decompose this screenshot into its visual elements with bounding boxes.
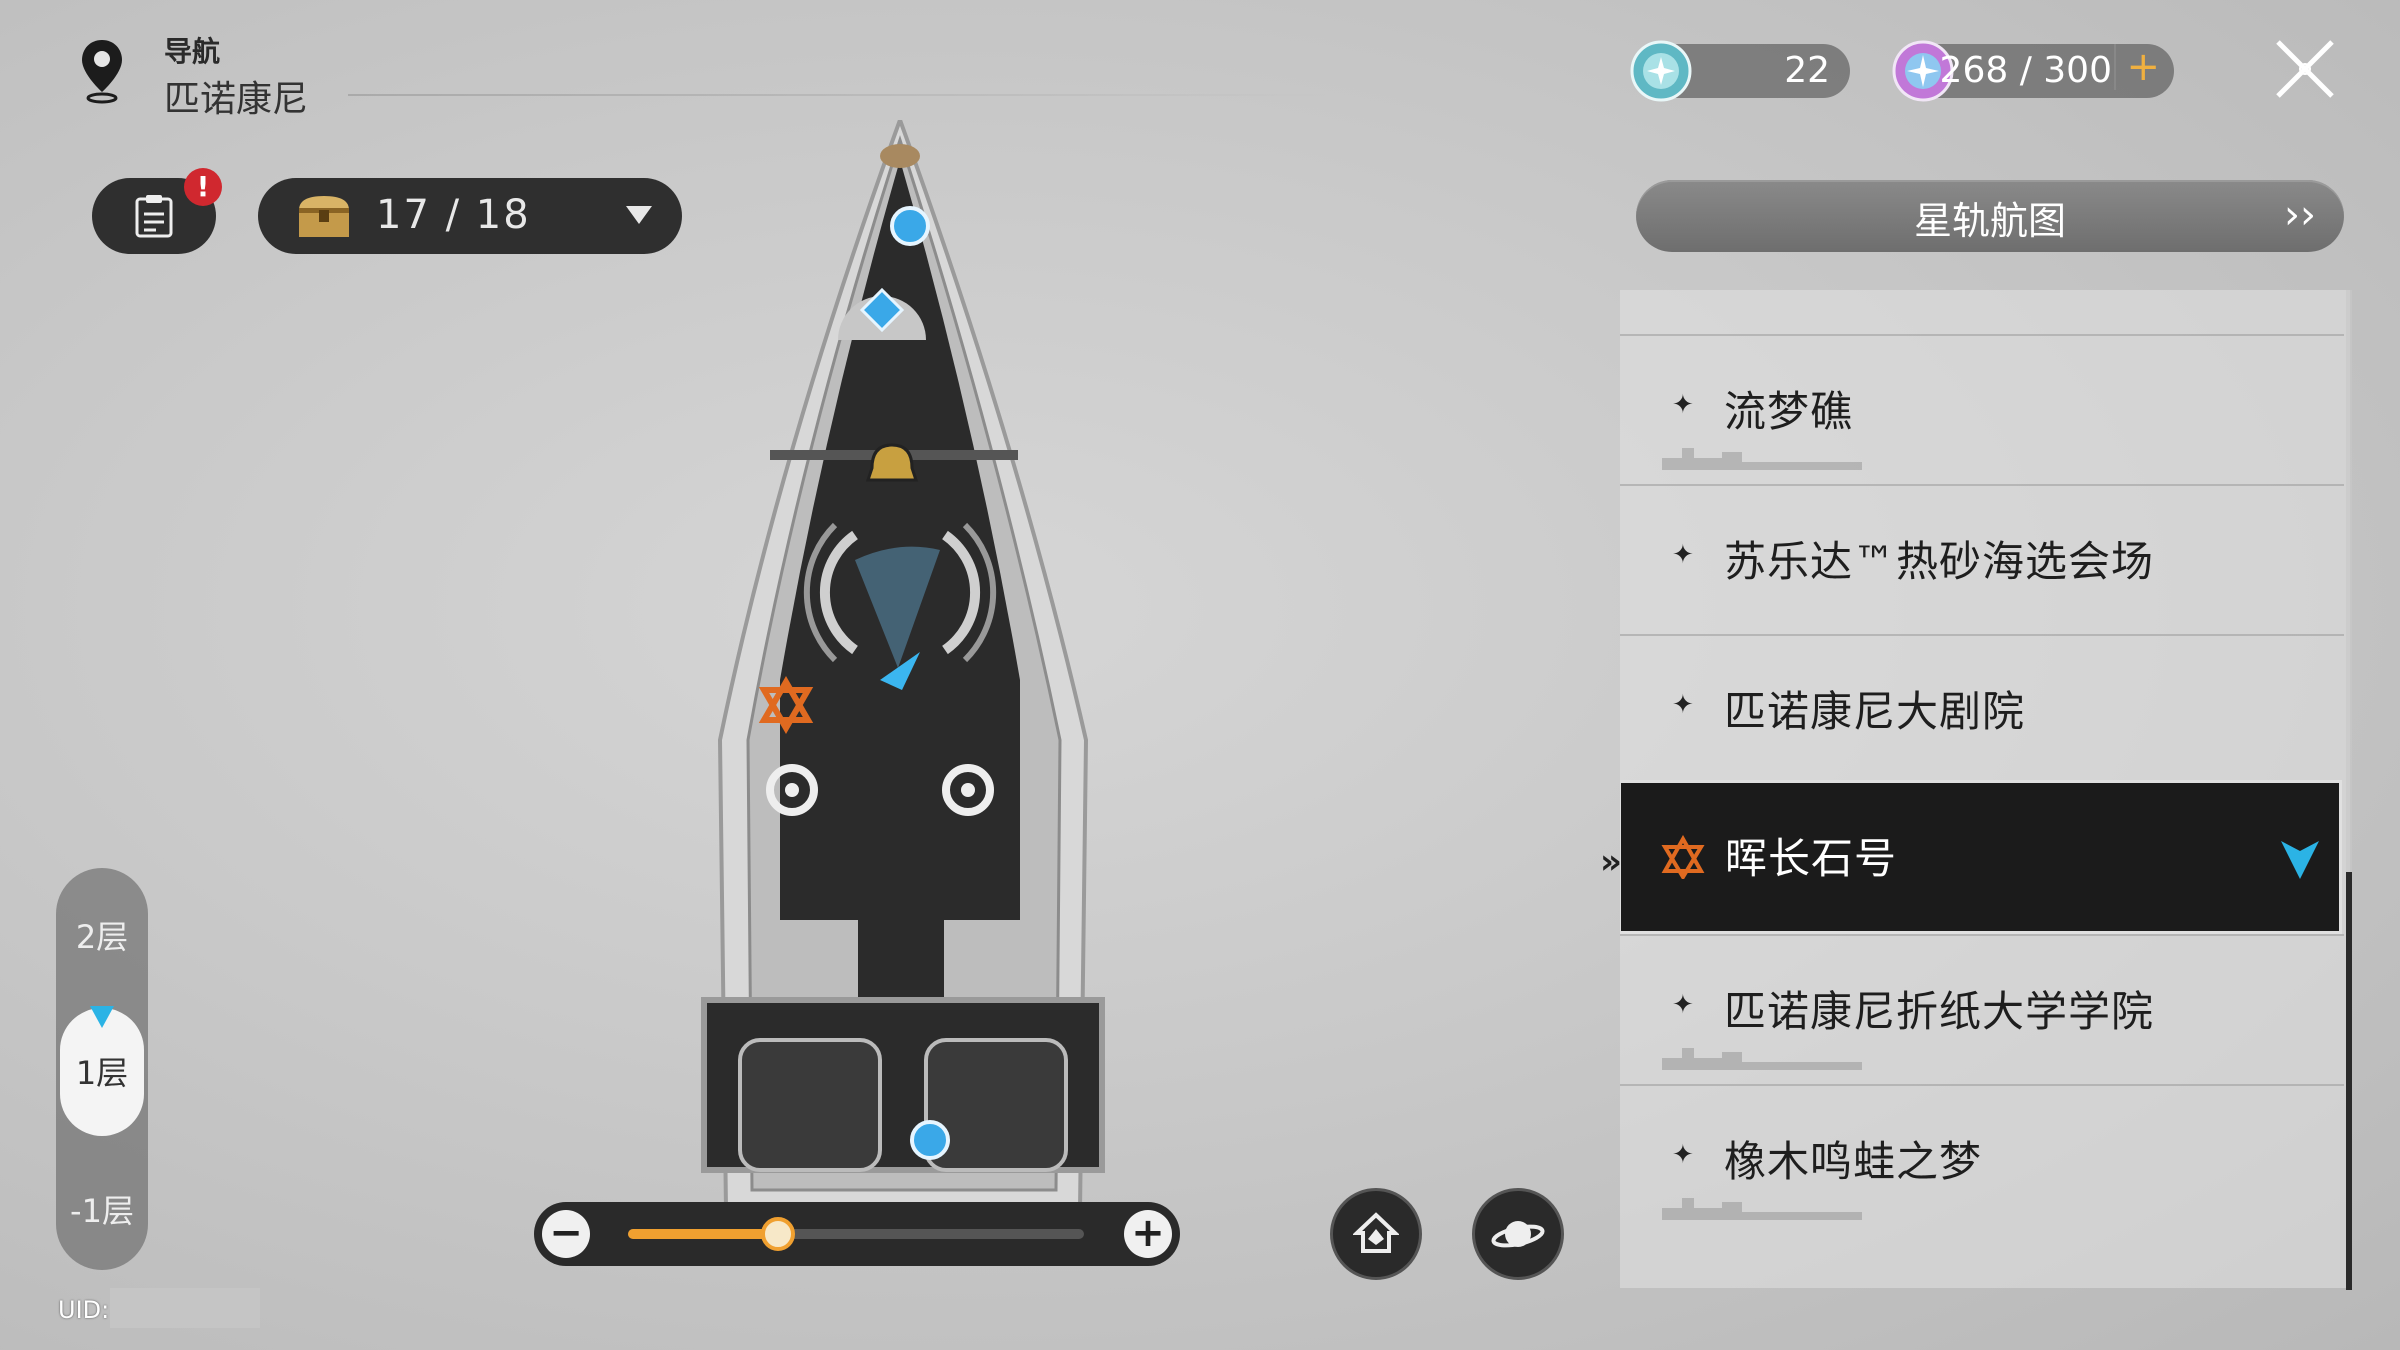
current-location-name: 匹诺康尼	[164, 79, 309, 120]
zoom-out-button[interactable]: −	[542, 1210, 590, 1258]
location-list-scrollbar[interactable]	[2346, 290, 2352, 1288]
treasure-chest-icon	[299, 196, 349, 237]
ship-floor-map[interactable]	[640, 120, 1120, 1210]
uid-value-redacted	[110, 1288, 260, 1328]
trailblaze-power-value: 268 / 300	[1939, 50, 2112, 91]
mission-marker-icon	[1661, 835, 1705, 879]
zoom-control: − +	[534, 1202, 1180, 1266]
fuel-currency-display[interactable]: 22	[1630, 40, 1850, 102]
location-pin-icon	[82, 40, 122, 104]
recenter-button[interactable]	[1330, 1188, 1422, 1280]
star-icon: ✦	[1672, 390, 1694, 420]
selection-pointer-icon: »	[1600, 842, 1622, 882]
star-icon: ✦	[1672, 990, 1694, 1020]
location-name: 匹诺康尼折纸大学学院	[1724, 987, 2155, 1036]
crystal-orb-icon	[1630, 40, 1692, 102]
header-divider	[348, 94, 1328, 96]
zoom-slider-handle[interactable]	[761, 1217, 796, 1251]
floor-selector: 2层 1层 -1层	[56, 868, 148, 1270]
location-name: 苏乐达™热砂海选会场	[1724, 537, 2155, 586]
location-name: 匹诺康尼大剧院	[1724, 687, 2026, 736]
power-orb-icon	[1892, 40, 1954, 102]
planet-icon	[1491, 1221, 1545, 1248]
location-list-scroll-thumb[interactable]	[2346, 872, 2352, 1290]
location-item-grand-theater[interactable]: ✦ 匹诺康尼大剧院	[1620, 634, 2344, 784]
double-chevron-right-icon: ››	[2284, 192, 2316, 238]
navigation-header: 导航 匹诺康尼	[78, 28, 1328, 120]
star-icon: ✦	[1672, 690, 1694, 720]
location-item-huichangshi[interactable]: 晖长石号	[1620, 780, 2342, 934]
planet-view-button[interactable]	[1472, 1188, 1564, 1280]
floor-1-button[interactable]: 1层	[60, 1006, 144, 1136]
home-arrow-icon	[1353, 1212, 1399, 1253]
current-location-arrow-icon	[2281, 841, 2319, 879]
location-item-liumengjiao[interactable]: ✦ 流梦礁	[1620, 334, 2344, 484]
location-list[interactable]: ✦ 流梦礁 ✦ 苏乐达™热砂海选会场 ✦ 匹诺康尼大剧院 晖长石号 ✦ 匹诺康尼…	[1620, 290, 2350, 1288]
zoom-slider-track[interactable]	[628, 1217, 1084, 1251]
skyline-decoration-icon	[1662, 1198, 1862, 1220]
chevron-down-icon[interactable]	[626, 206, 652, 224]
star-icon: ✦	[1672, 1140, 1694, 1170]
current-floor-marker-icon	[90, 1006, 114, 1028]
floor-1-label: 1层	[75, 1054, 129, 1092]
chest-count: 17 / 18	[376, 192, 531, 238]
location-name: 流梦礁	[1724, 387, 1854, 436]
floor-minus1-button[interactable]: -1层	[70, 1192, 134, 1230]
fuel-currency-value: 22	[1784, 50, 1830, 91]
star-icon: ✦	[1672, 540, 1694, 570]
zoom-in-button[interactable]: +	[1124, 1210, 1172, 1258]
notification-badge: !	[184, 168, 222, 206]
location-item-oak-frog-dream[interactable]: ✦ 橡木鸣蛙之梦	[1620, 1084, 2344, 1234]
skyline-decoration-icon	[1662, 448, 1862, 470]
add-power-icon[interactable]: +	[2114, 44, 2160, 90]
location-name: 晖长石号	[1725, 834, 1898, 883]
uid-label: UID:	[58, 1296, 110, 1324]
quest-log-button[interactable]: !	[92, 168, 222, 254]
location-name: 橡木鸣蛙之梦	[1724, 1137, 1983, 1186]
floor-2-button[interactable]: 2层	[75, 918, 129, 956]
treasure-chest-counter[interactable]: 17 / 18	[258, 178, 682, 254]
skyline-decoration-icon	[1662, 1048, 1862, 1070]
nav-label: 导航	[164, 35, 221, 68]
trailblaze-power-display[interactable]: 268 / 300 +	[1892, 40, 2174, 102]
location-item-sulada[interactable]: ✦ 苏乐达™热砂海选会场	[1620, 484, 2344, 634]
star-rail-map-label: 星轨航图	[1913, 199, 2066, 243]
close-icon[interactable]	[2270, 34, 2340, 104]
clipboard-icon	[135, 195, 173, 238]
star-rail-map-button[interactable]: 星轨航图 ››	[1636, 180, 2344, 252]
zoom-slider-fill	[628, 1229, 779, 1239]
location-item-origami-academy[interactable]: ✦ 匹诺康尼折纸大学学院	[1620, 934, 2344, 1084]
